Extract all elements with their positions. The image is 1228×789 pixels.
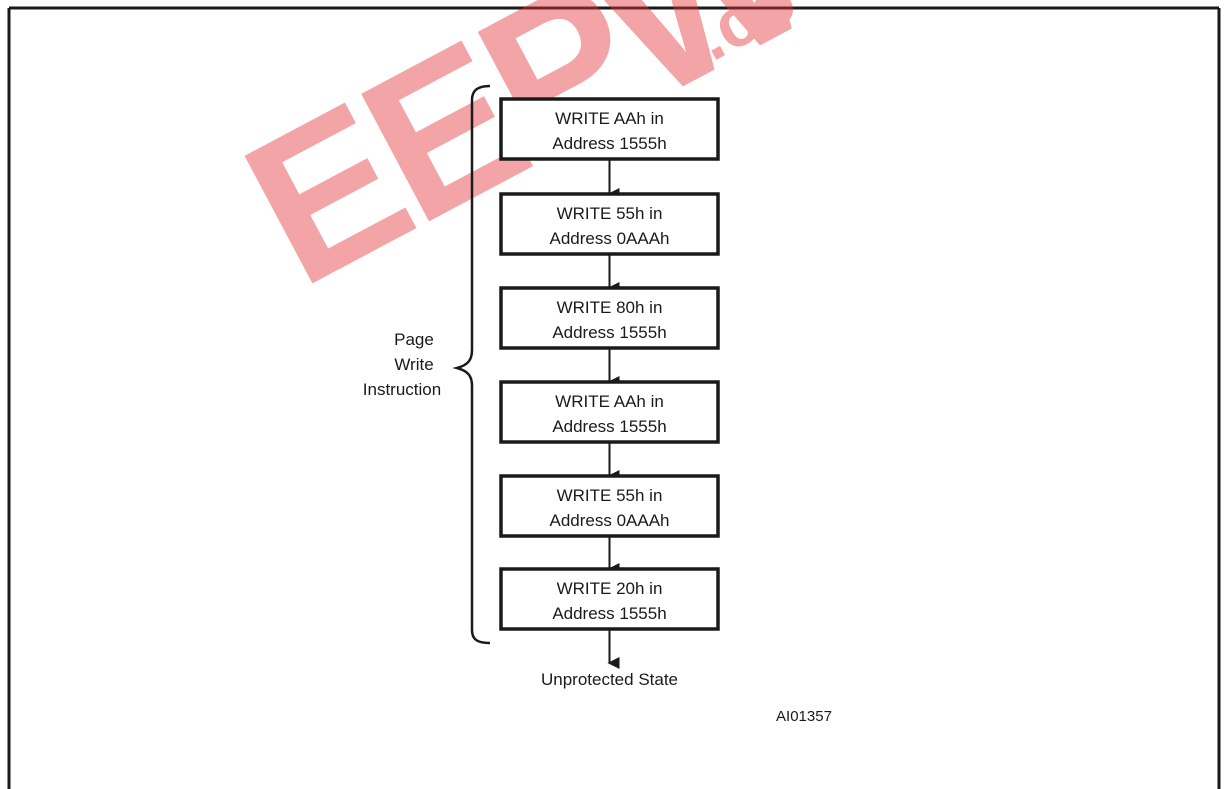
step-3-line1: WRITE 80h in bbox=[557, 298, 663, 317]
step-6-line2: Address 1555h bbox=[552, 604, 666, 623]
step-1-line2: Address 1555h bbox=[552, 134, 666, 153]
step-4-line2: Address 1555h bbox=[552, 417, 666, 436]
bracket-label-line1: Page bbox=[394, 330, 434, 349]
step-box-1: WRITE AAh in Address 1555h bbox=[499, 97, 720, 161]
step-box-4: WRITE AAh in Address 1555h bbox=[499, 380, 720, 444]
figure-code: AI01357 bbox=[776, 708, 832, 725]
end-state-label: Unprotected State bbox=[541, 670, 678, 689]
step-box-6: WRITE 20h in Address 1555h bbox=[499, 567, 720, 631]
bracket-label-line3: Instruction bbox=[363, 380, 441, 399]
step-5-line2: Address 0AAAh bbox=[549, 511, 669, 530]
step-6-line1: WRITE 20h in bbox=[557, 579, 663, 598]
watermark-logo: EEPW .co bbox=[211, 0, 846, 330]
bracket-label-line2: Write bbox=[394, 355, 433, 374]
step-1-line1: WRITE AAh in bbox=[555, 109, 664, 128]
step-box-2: WRITE 55h in Address 0AAAh bbox=[499, 192, 720, 256]
step-2-line1: WRITE 55h in bbox=[557, 204, 663, 223]
step-5-line1: WRITE 55h in bbox=[557, 486, 663, 505]
bracket-label: Page Write Instruction bbox=[363, 330, 441, 399]
step-2-line2: Address 0AAAh bbox=[549, 229, 669, 248]
step-4-line1: WRITE AAh in bbox=[555, 392, 664, 411]
page-frame bbox=[7, 6, 1221, 789]
step-box-5: WRITE 55h in Address 0AAAh bbox=[499, 474, 720, 538]
step-3-line2: Address 1555h bbox=[552, 323, 666, 342]
page-write-bracket bbox=[452, 84, 491, 645]
step-box-3: WRITE 80h in Address 1555h bbox=[499, 286, 720, 350]
